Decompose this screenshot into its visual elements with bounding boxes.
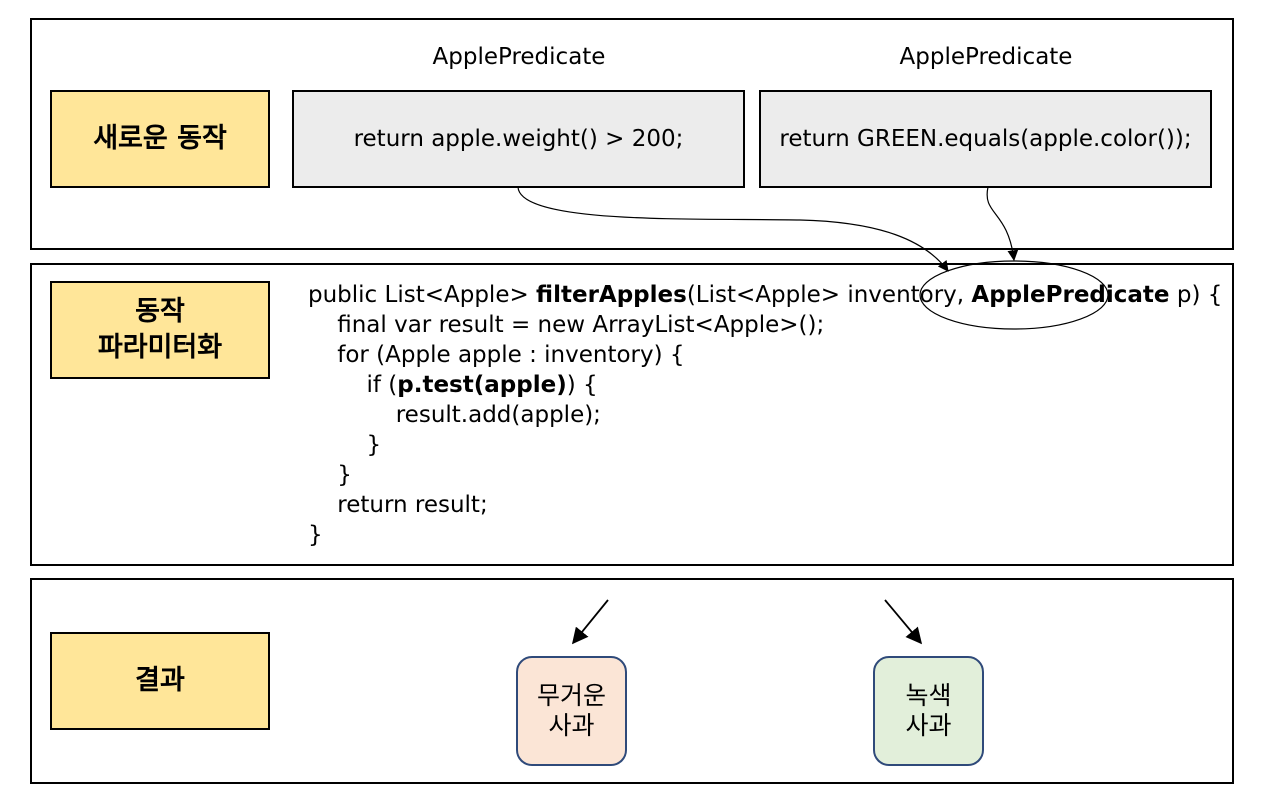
code-line-6: } [308,432,382,458]
result-green-apples: 녹색 사과 [873,656,984,766]
result-heavy-line1: 무거운 [536,681,606,710]
code-line-1: public List<Apple> filterApples(List<App… [308,282,1223,308]
code-line-8: return result; [308,492,488,518]
code-line-5: result.add(apple); [308,402,601,428]
arrow-to-heavy-result [571,599,609,645]
result-label: 결과 [50,632,270,730]
new-behavior-label-text: 새로운 동작 [93,123,227,154]
predicate-code-green: return GREEN.equals(apple.color()); [779,126,1192,152]
predicate-box-green: return GREEN.equals(apple.color()); [759,90,1212,188]
method-name: filterApples [536,282,687,308]
code-line-7: } [308,462,352,488]
parameterization-label-line1: 동작 [135,296,185,327]
predicate-title-2: ApplePredicate [899,44,1073,70]
parameterization-label: 동작 파라미터화 [50,281,270,379]
predicate-test-call: p.test(apple) [397,372,567,398]
predicate-code-weight: return apple.weight() > 200; [353,126,684,152]
result-label-text: 결과 [135,665,185,696]
connector-green-to-param [986,186,1019,262]
connector-weight-to-param [517,186,949,272]
code-line-2: final var result = new ArrayList<Apple>(… [308,312,825,338]
code-line-3: for (Apple apple : inventory) { [308,342,685,368]
code-line-4: if (p.test(apple)) { [308,372,598,398]
predicate-param-highlight [919,260,1109,330]
result-green-line2: 사과 [905,711,952,740]
result-heavy-line2: 사과 [548,711,595,740]
predicate-title-1: ApplePredicate [432,44,606,70]
arrow-to-green-result [884,599,923,645]
filter-apples-code: public List<Apple> filterApples(List<App… [308,280,1222,550]
result-green-line1: 녹색 [905,681,952,710]
predicate-param-type: ApplePredicate [971,282,1170,308]
code-line-9: } [308,522,323,548]
predicate-box-weight: return apple.weight() > 200; [292,90,745,188]
result-heavy-apples: 무거운 사과 [516,656,627,766]
parameterization-label-line2: 파라미터화 [97,332,223,363]
new-behavior-label: 새로운 동작 [50,90,270,188]
